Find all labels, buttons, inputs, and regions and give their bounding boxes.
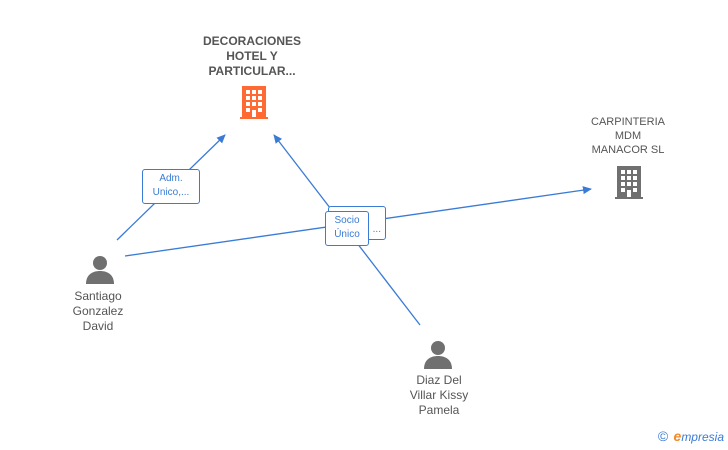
person-santiago-line3: David bbox=[82, 319, 114, 333]
person-diaz-line1: Diaz Del bbox=[416, 373, 462, 387]
person-diaz-line2: Villar Kissy bbox=[409, 388, 469, 402]
person-santiago-line2: Gonzalez bbox=[72, 304, 124, 318]
company-decoraciones-line1: DECORACIONES bbox=[202, 34, 301, 48]
edge-badge-hidden-line1: ... bbox=[372, 224, 381, 235]
building-icon[interactable] bbox=[613, 164, 645, 200]
edge-badge-socio-line2: Único bbox=[334, 229, 360, 240]
brand-e: e bbox=[673, 428, 682, 444]
person-icon[interactable] bbox=[422, 338, 454, 370]
company-decoraciones-label[interactable]: DECORACIONES HOTEL Y PARTICULAR... bbox=[182, 34, 322, 79]
company-decoraciones-line3: PARTICULAR... bbox=[208, 64, 296, 78]
edge-badge-adm-unico[interactable]: Adm. Unico,... bbox=[142, 169, 200, 204]
copyright-symbol: © bbox=[657, 428, 669, 444]
edge-badge-socio-line1: Socio bbox=[334, 215, 360, 226]
person-santiago-label[interactable]: Santiago Gonzalez David bbox=[48, 289, 148, 334]
empresia-logo: © empresia bbox=[658, 428, 724, 444]
person-icon[interactable] bbox=[84, 253, 116, 285]
building-icon[interactable] bbox=[238, 84, 270, 120]
person-diaz-label[interactable]: Diaz Del Villar Kissy Pamela bbox=[384, 373, 494, 418]
company-carpinteria-line3: MANACOR SL bbox=[591, 144, 665, 156]
company-carpinteria-line2: MDM bbox=[614, 130, 642, 142]
brand-rest: mpresia bbox=[681, 430, 724, 444]
edge-badge-adm-line2: Unico,... bbox=[152, 187, 190, 198]
edge-badge-socio-unico[interactable]: Socio Único bbox=[325, 211, 369, 246]
company-carpinteria-line1: CARPINTERIA bbox=[591, 116, 665, 128]
company-decoraciones-line2: HOTEL Y bbox=[226, 49, 278, 63]
person-diaz-line3: Pamela bbox=[418, 403, 460, 417]
company-carpinteria-label[interactable]: CARPINTERIA MDM MANACOR SL bbox=[568, 115, 688, 157]
edge-badge-adm-line1: Adm. bbox=[159, 173, 183, 184]
person-santiago-line1: Santiago bbox=[74, 289, 122, 303]
